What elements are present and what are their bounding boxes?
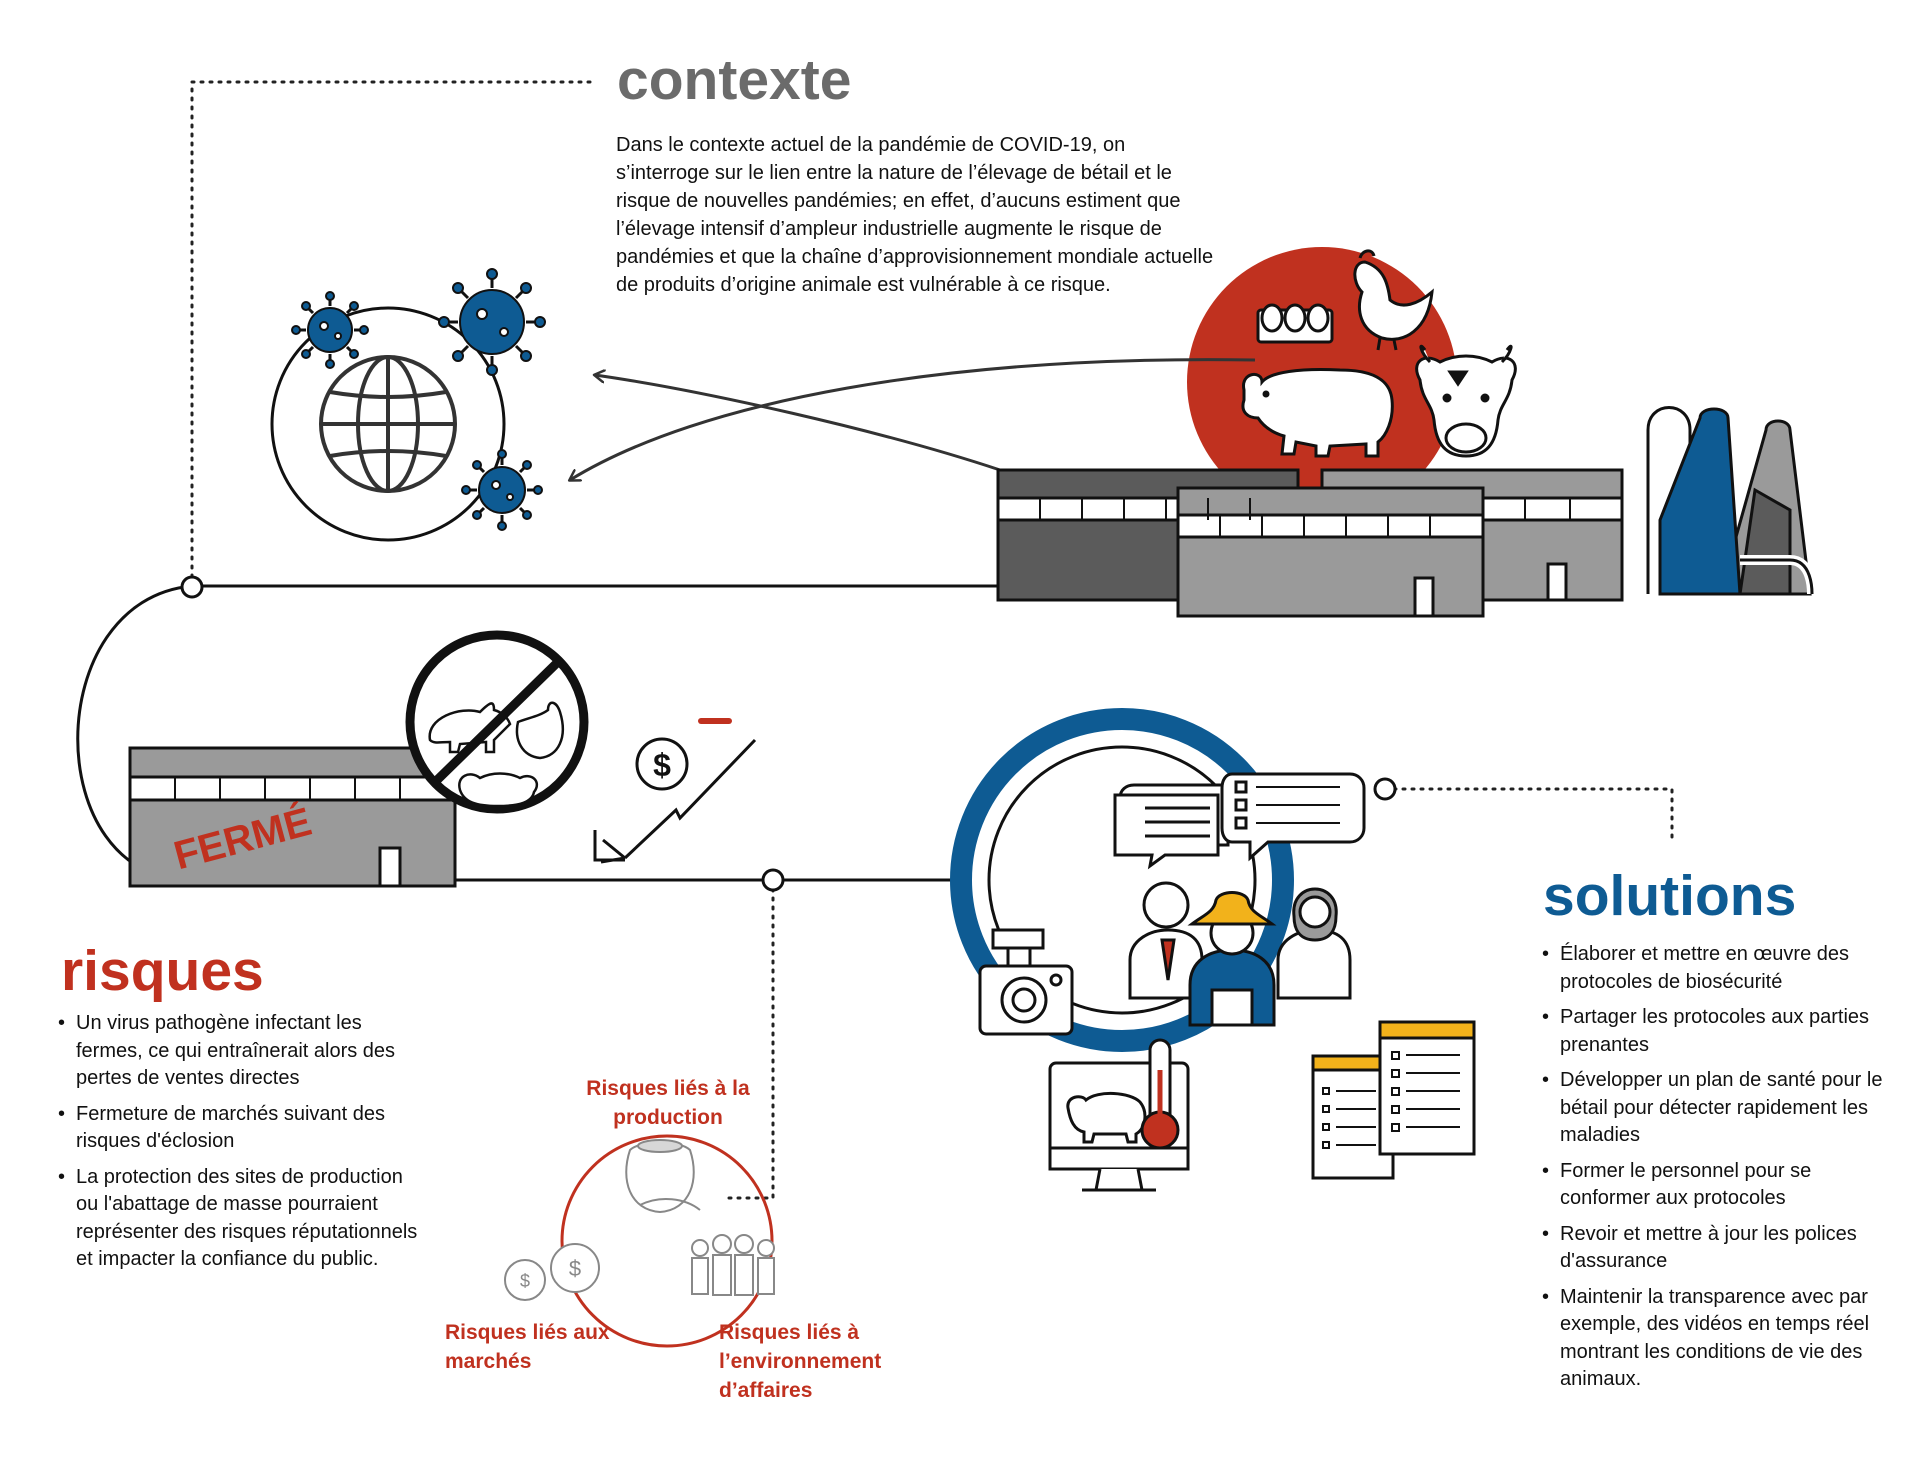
solution-item: Développer un plan de santé pour le béta… [1542,1067,1892,1150]
risk-business-environment-label: Risques liés à l’environnement d’affaire… [719,1321,882,1402]
closed-farm [128,746,457,888]
flow-node [180,575,204,599]
solution-item: Maintenir la transparence avec par exemp… [1542,1284,1892,1394]
people-icon [691,1234,775,1296]
flow-node [1373,777,1397,801]
barn-windows [1039,498,1571,537]
monitor-thermometer-icon [1048,1038,1190,1192]
svg-text:$: $ [520,1271,530,1291]
team-icon [1128,881,1352,1027]
solution-item: Partager les protocoles aux parties pren… [1542,1004,1892,1059]
contexte-body: Dans le contexte actuel de la pandémie d… [616,134,1214,296]
eggs-icon [1256,303,1334,344]
solutions-title: solutions [1543,864,1797,928]
speech-bubble-icon [1113,783,1230,870]
contexte-title: contexte [617,48,852,112]
virus-icon [291,268,546,531]
pig-icon [1241,368,1394,458]
solution-item: Élaborer et mettre en œuvre des protocol… [1542,941,1892,996]
solution-item: Revoir et mettre à jour les polices d'as… [1542,1221,1892,1276]
no-livestock-icon [405,630,589,814]
cow-icon [1415,344,1517,458]
solution-item: Former le personnel pour se conformer au… [1542,1158,1892,1213]
spread-arrows [570,358,1256,480]
risk-cycle [560,1134,774,1348]
risk-markets-label: Risques liés aux marchés [445,1321,610,1373]
risque-item: La protection des sites de production ou… [58,1164,418,1274]
solutions-list: Élaborer et mettre en œuvre des protocol… [1542,941,1892,1402]
gears-dollar-icon: $ $ [504,1243,600,1301]
risque-item: Fermeture de marchés suivant des risques… [58,1101,418,1156]
documents-icon [1311,1020,1476,1180]
grain-sack-icon [625,1139,701,1214]
camera-icon [978,928,1074,1036]
factory-icon [1646,406,1817,596]
checklist-icon [1220,772,1366,862]
risk-production-label: Risques liés à la production [586,1077,750,1129]
svg-text:$: $ [653,747,671,783]
chicken-icon [1353,249,1434,351]
dollar-down-icon: $ [593,718,757,864]
chat-lines [1145,806,1210,838]
risques-list: Un virus pathogène infectant les fermes,… [58,1010,418,1282]
risques-title: risques [61,939,264,1003]
risque-item: Un virus pathogène infectant les fermes,… [58,1010,418,1093]
flow-node [761,868,785,892]
dotted-connectors [190,80,1674,1200]
svg-text:$: $ [569,1256,581,1281]
barn-buildings [996,468,1624,618]
